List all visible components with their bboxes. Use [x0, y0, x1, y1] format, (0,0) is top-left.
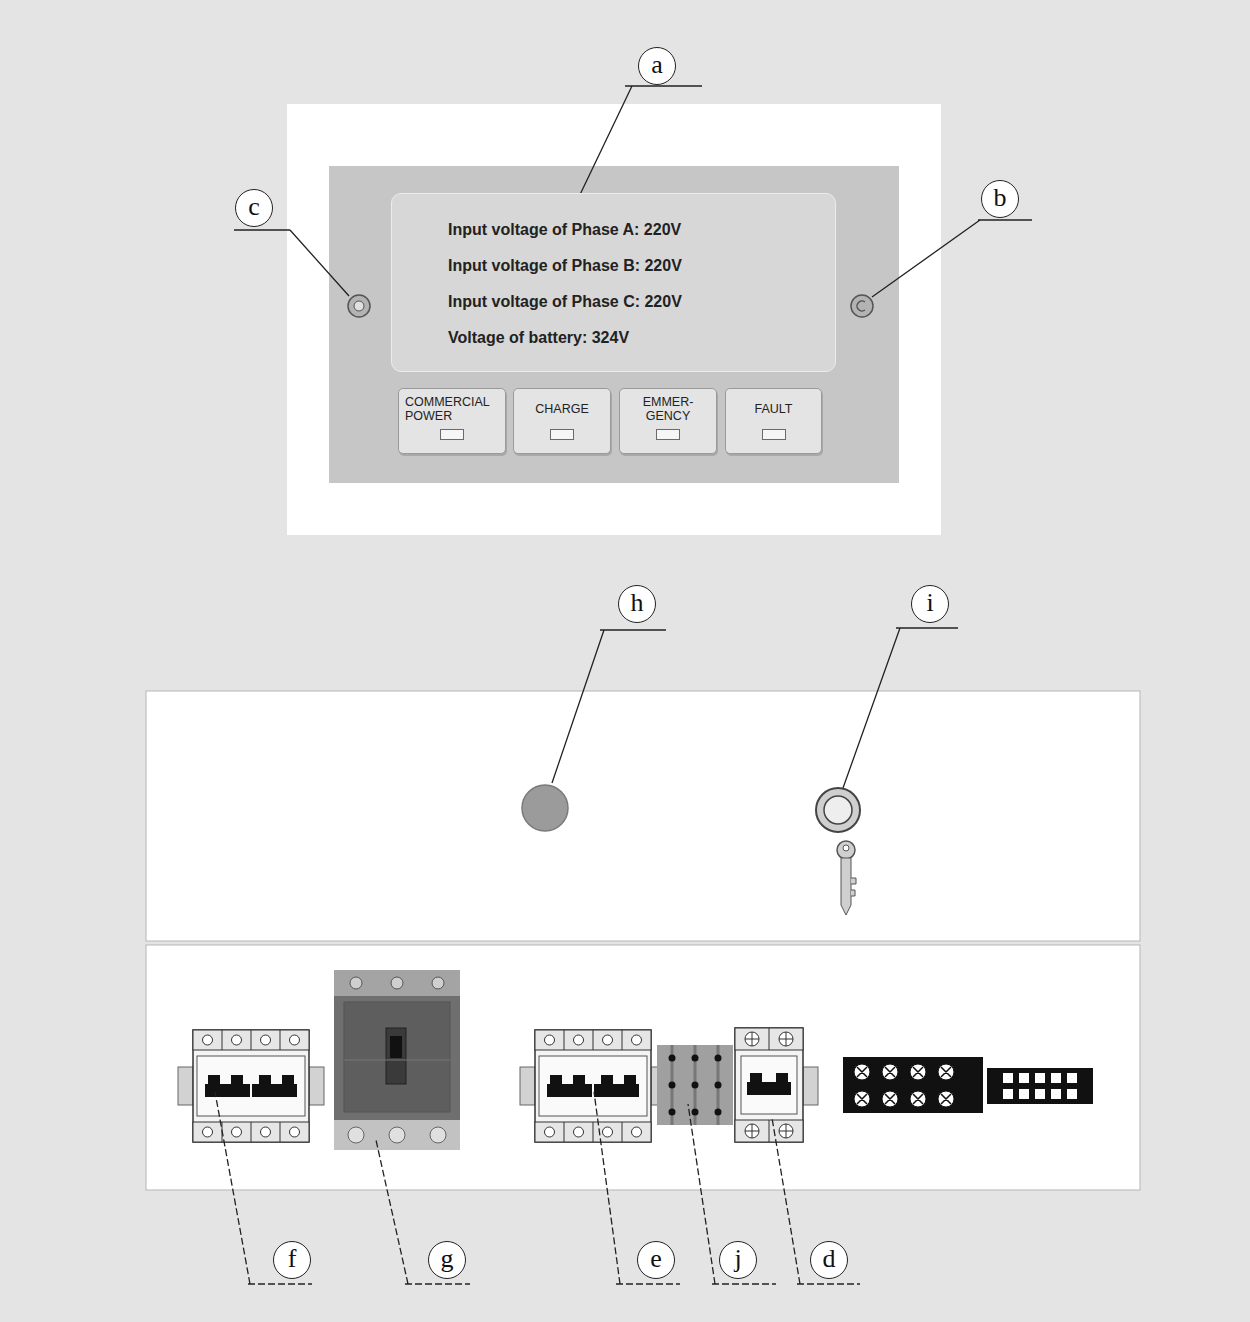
- callout-letter: f: [273, 1241, 311, 1279]
- callout-letter: c: [235, 189, 273, 227]
- callout-letter: e: [637, 1241, 675, 1279]
- button-text-area: EMMER- GENCY: [626, 393, 710, 427]
- reading-text: Input voltage of Phase B: 220V: [448, 248, 835, 284]
- display-screen: Input voltage of Phase A: 220VInput volt…: [391, 193, 836, 372]
- indicator-lamp: [656, 429, 680, 440]
- indicator-button: COMMERCIAL POWER: [398, 388, 506, 454]
- button-text-area: FAULT: [732, 393, 815, 427]
- button-label: EMMER- GENCY: [636, 396, 700, 424]
- callout-letter: h: [618, 585, 656, 623]
- indicator-lamp: [762, 429, 786, 440]
- button-label: COMMERCIAL POWER: [405, 396, 499, 424]
- reading-text: Input voltage of Phase C: 220V: [448, 284, 835, 320]
- callout-letter: b: [981, 180, 1019, 218]
- indicator-button: CHARGE: [513, 388, 611, 454]
- reading-text: Input voltage of Phase A: 220V: [448, 212, 835, 248]
- callout-letter: g: [428, 1241, 466, 1279]
- button-text-area: CHARGE: [520, 393, 604, 427]
- indicator-lamp: [550, 429, 574, 440]
- button-label: FAULT: [755, 403, 793, 417]
- reading-text: Voltage of battery: 324V: [448, 320, 835, 356]
- callout-letter: a: [638, 47, 676, 85]
- button-label: CHARGE: [535, 403, 588, 417]
- indicator-lamp: [440, 429, 464, 440]
- indicator-button: EMMER- GENCY: [619, 388, 717, 454]
- callout-letter: j: [719, 1241, 757, 1279]
- button-text-area: COMMERCIAL POWER: [405, 393, 499, 427]
- indicator-button: FAULT: [725, 388, 822, 454]
- callout-letter: i: [911, 585, 949, 623]
- callout-letter: d: [810, 1241, 848, 1279]
